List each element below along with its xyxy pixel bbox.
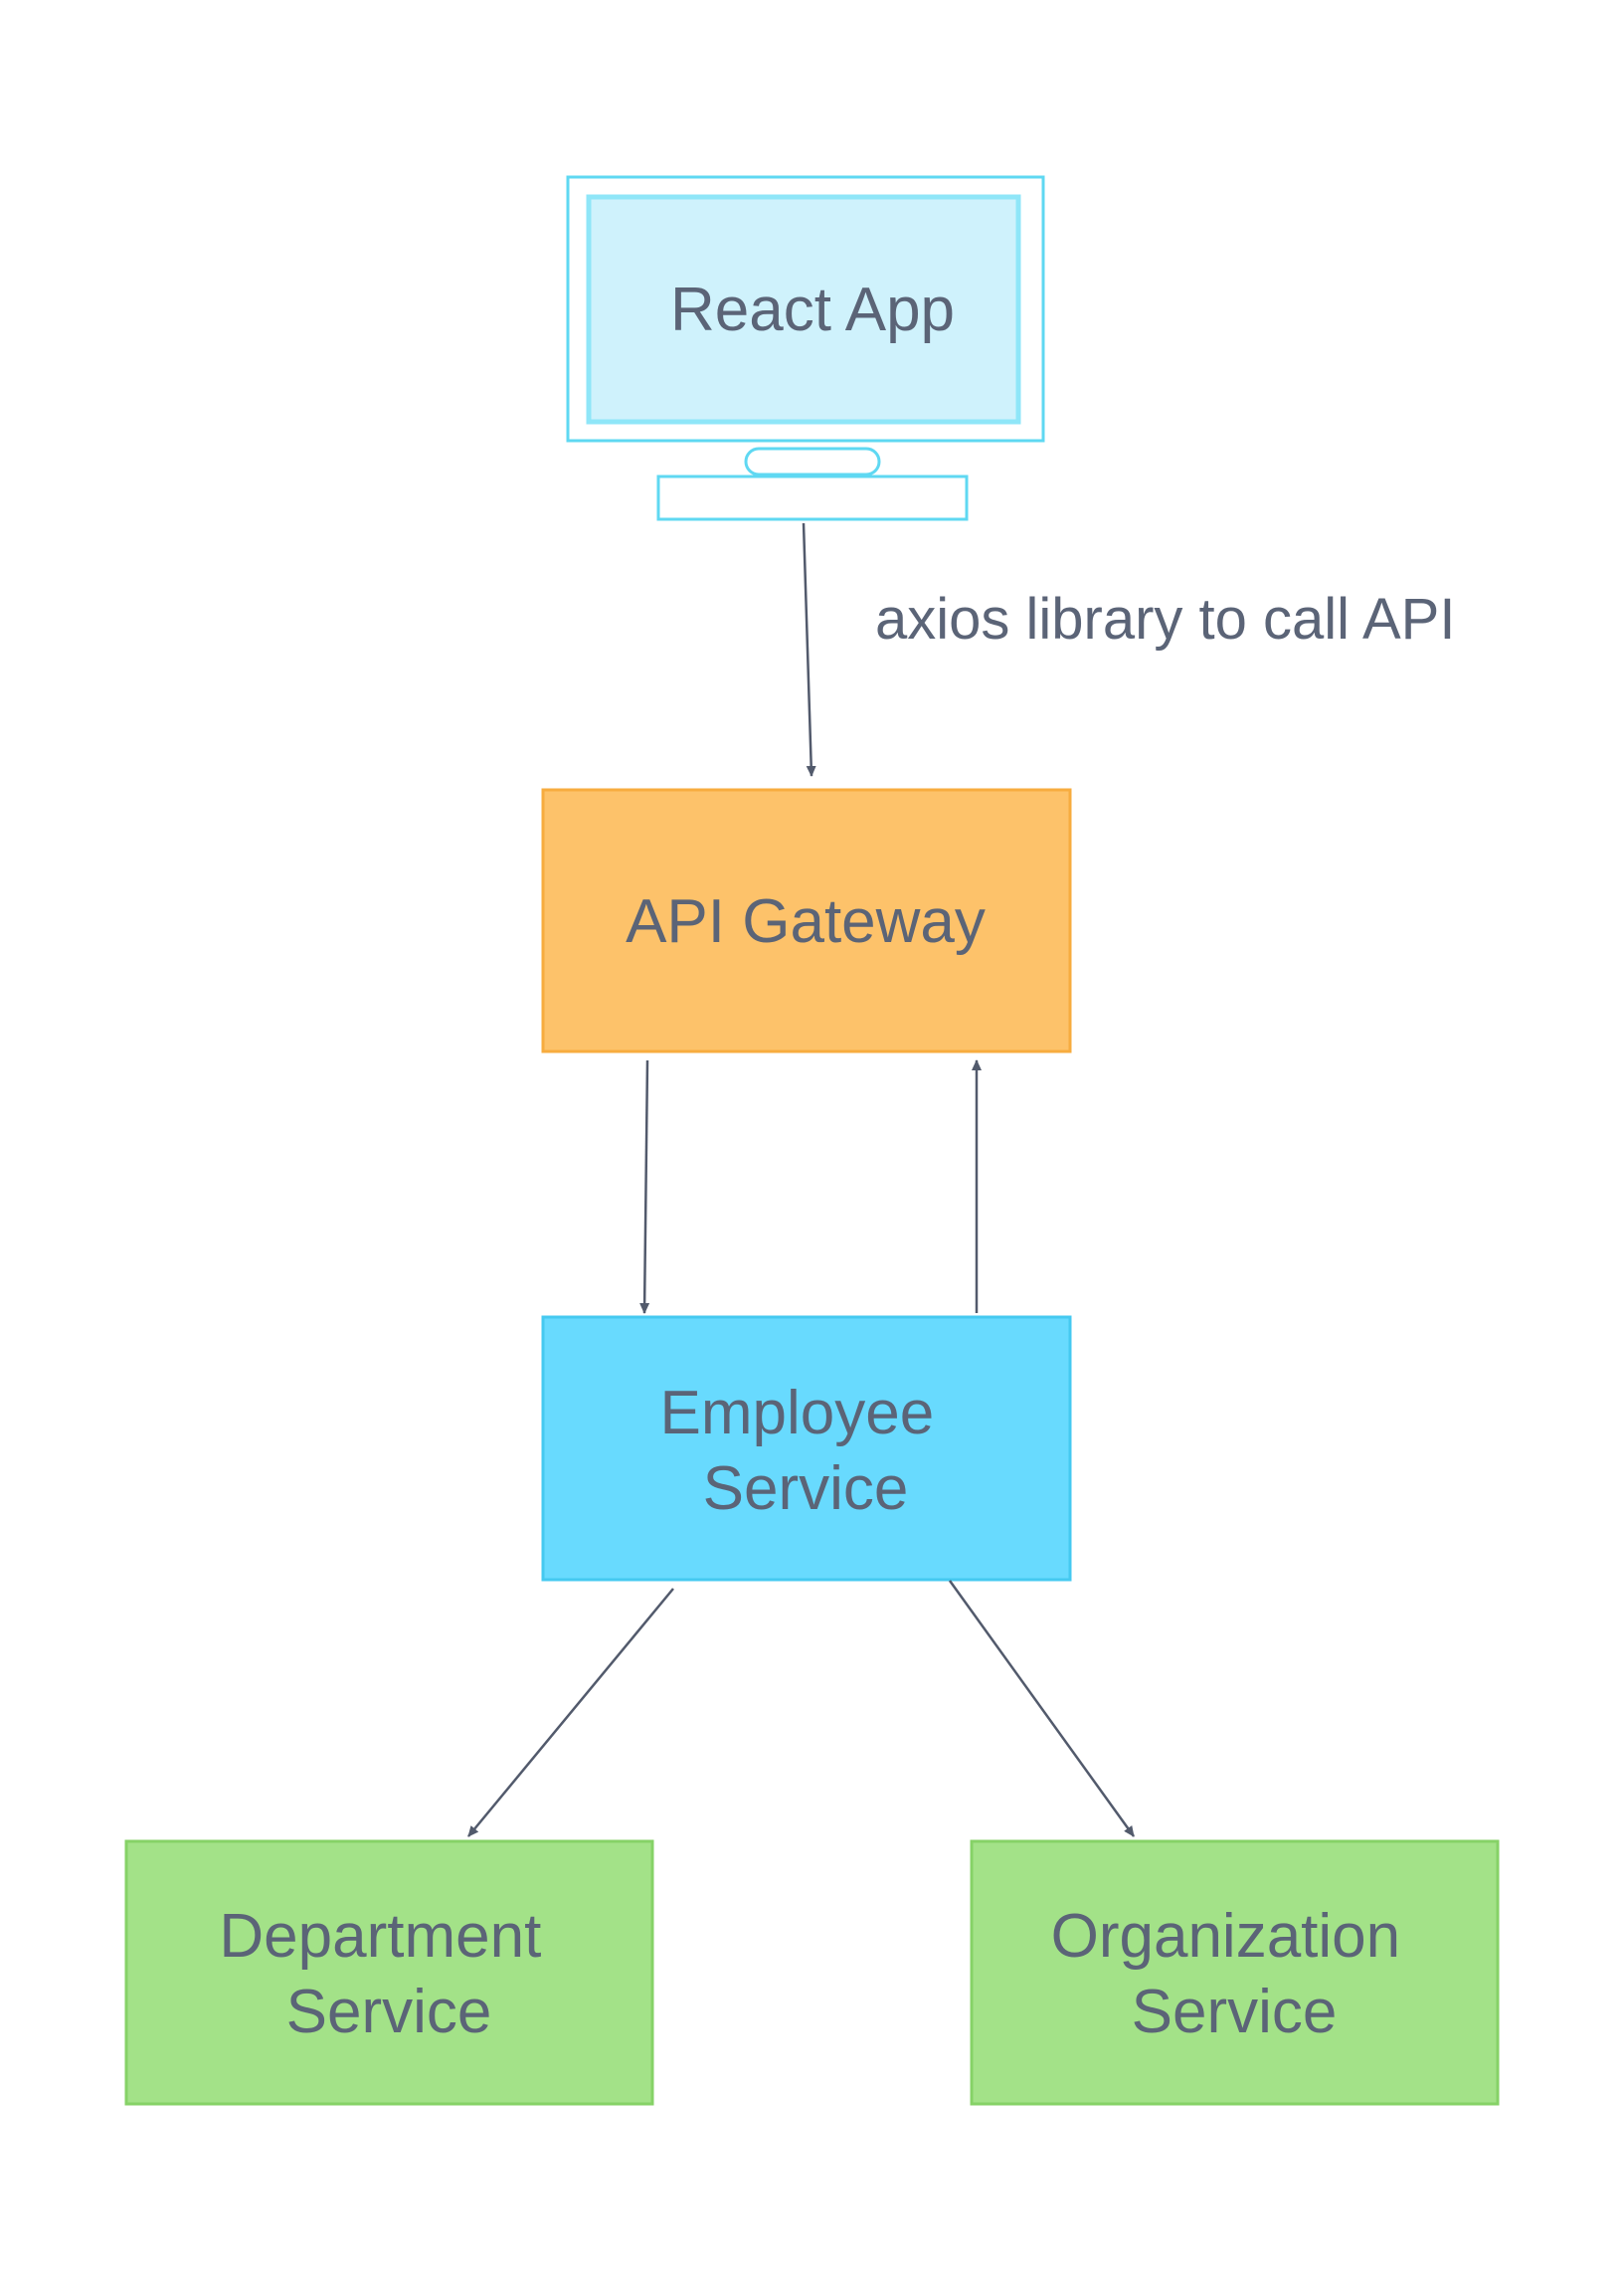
arrow-gateway-to-employee — [639, 1059, 650, 1314]
monitor-stand-base — [656, 475, 969, 521]
arrow-react-to-gateway — [802, 522, 816, 777]
api-gateway-box — [541, 788, 1072, 1053]
organization-service-label: Organization Service — [1051, 1902, 1418, 2046]
organization-service-label-line1: Organization — [1051, 1902, 1401, 1971]
department-service-node: Department Service — [124, 1839, 654, 2106]
organization-service-node: Organization Service — [970, 1839, 1500, 2106]
department-service-box — [124, 1839, 654, 2106]
department-service-label: Department Service — [219, 1902, 558, 2046]
monitor-stand-neck — [744, 447, 881, 476]
employee-service-box — [541, 1315, 1072, 1582]
react-app-label: React App — [670, 276, 955, 344]
monitor-screen — [586, 194, 1021, 425]
department-service-label-line1: Department — [219, 1902, 541, 1971]
department-service-label-line2: Service — [286, 1978, 492, 2046]
employee-service-label-line1: Employee — [660, 1379, 935, 1447]
employee-service-label-line2: Service — [703, 1454, 909, 1523]
api-gateway-label: API Gateway — [626, 887, 986, 956]
employee-service-label: Employee Service — [660, 1379, 952, 1523]
arrow-employee-to-department — [467, 1588, 674, 1837]
arrow-employee-to-organization — [948, 1580, 1136, 1837]
organization-service-label-line2: Service — [1132, 1978, 1338, 2046]
employee-service-node: Employee Service — [541, 1315, 1072, 1582]
edge-label-react-to-gateway: axios library to call API — [875, 587, 1455, 652]
api-gateway-node: API Gateway — [541, 788, 1072, 1053]
react-app-node: React App — [566, 175, 1045, 521]
organization-service-box — [970, 1839, 1500, 2106]
